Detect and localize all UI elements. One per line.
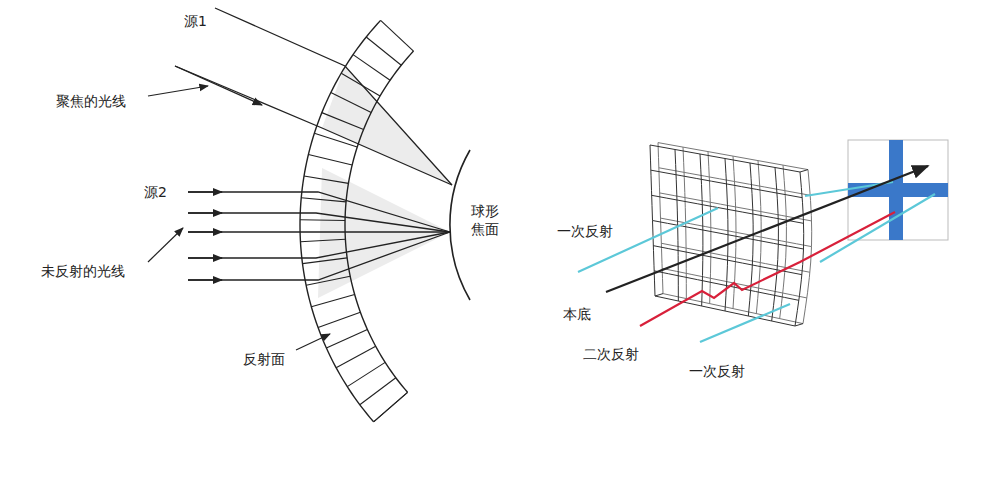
leader-line: [148, 86, 330, 350]
cell-wall: [353, 55, 390, 81]
label-text: 本底: [562, 305, 592, 323]
label-text: 二次反射: [582, 345, 640, 363]
grid-wall: [660, 193, 812, 221]
cell-wall: [366, 37, 401, 65]
label-text: 一次反射: [688, 362, 746, 380]
cell-wall: [300, 219, 345, 221]
band-edge: [300, 20, 381, 421]
grid-wall: [650, 145, 800, 172]
label-text: 球形 焦面: [470, 202, 502, 238]
cell-wall: [318, 312, 360, 327]
cell-wall: [300, 239, 345, 242]
grid-wall: [659, 168, 810, 196]
grid-wall: [653, 246, 802, 275]
cell-wall: [374, 392, 408, 422]
cell-wall: [304, 176, 348, 183]
grid-wall: [651, 170, 802, 198]
label-text: 源1: [183, 12, 208, 30]
focal-surface: [450, 150, 470, 300]
cell-wall: [326, 330, 367, 348]
cell-wall: [311, 294, 354, 306]
label-text: 一次反射: [556, 222, 614, 240]
detector-plane: [848, 140, 948, 240]
cell-wall: [374, 392, 408, 422]
label-text: 源2: [143, 183, 168, 201]
cell-wall: [381, 20, 414, 51]
label-text: 未反射的光线: [40, 262, 126, 280]
grid-wall: [663, 294, 803, 324]
grid-wall: [661, 218, 812, 247]
cell-wall: [341, 73, 380, 96]
grid-wall: [658, 143, 808, 170]
grid-depth: [795, 324, 803, 326]
cell-wall: [360, 378, 396, 405]
label-text: 聚焦的光线: [55, 92, 127, 110]
grid-wall: [652, 195, 804, 223]
cell-wall: [336, 346, 376, 367]
source1-rays: [175, 8, 452, 185]
cell-wall: [331, 93, 371, 113]
lobster-eye-grid: [650, 143, 812, 326]
grid-depth: [655, 294, 663, 296]
rays-3d: [578, 166, 935, 342]
source2-rays: [188, 192, 450, 280]
cell-wall: [306, 276, 350, 285]
grid-wall: [654, 271, 799, 301]
lobster-eye-band: [300, 20, 414, 421]
label-text: 反射面: [242, 350, 286, 368]
cell-wall: [308, 154, 352, 165]
grid-depth: [800, 170, 808, 172]
cell-wall: [302, 258, 347, 264]
cell-wall: [322, 113, 364, 130]
cell-wall: [347, 362, 385, 386]
